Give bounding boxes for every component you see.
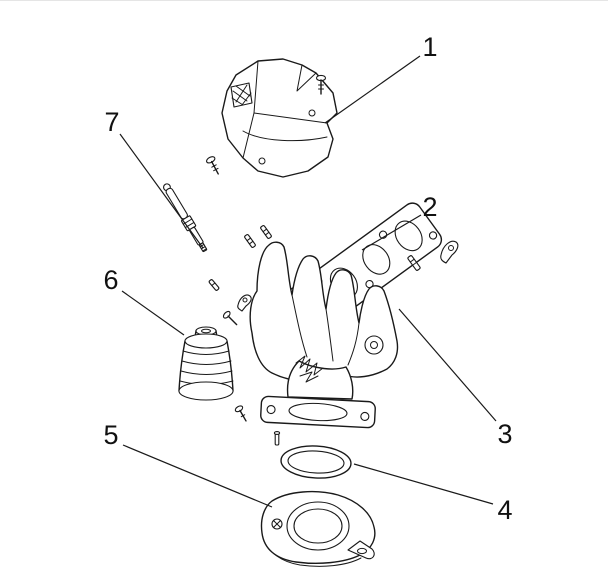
- manifold-stud: [260, 225, 272, 239]
- retainer-clip: [237, 294, 252, 312]
- callout-2-label: 2: [422, 192, 437, 222]
- callout-3-label: 3: [497, 419, 512, 449]
- callout-7: 7: [104, 107, 204, 249]
- callout-1-leader: [324, 55, 421, 124]
- callout-2: 2: [361, 192, 438, 251]
- small-bolt: [222, 310, 238, 326]
- oxygen-sensor: [163, 183, 208, 253]
- locating-pin: [273, 431, 281, 446]
- retainer-clip: [440, 240, 459, 264]
- callout-4-leader: [353, 463, 494, 505]
- manifold-stud: [407, 255, 421, 271]
- callout-4: 4: [353, 463, 513, 525]
- callout-2-leader: [361, 214, 422, 251]
- exhaust-flange: [260, 490, 376, 567]
- heat-shield: [221, 58, 338, 178]
- callout-1: 1: [324, 32, 438, 124]
- callout-5-label: 5: [103, 420, 118, 450]
- callout-1-label: 1: [422, 32, 437, 62]
- callout-7-label: 7: [104, 107, 119, 137]
- callout-5-leader: [122, 444, 273, 508]
- exhaust-manifold: [249, 241, 399, 429]
- manifold-stud: [244, 234, 256, 248]
- seal-ring: [273, 431, 352, 479]
- callout-5: 5: [103, 420, 273, 508]
- callout-6-leader: [121, 290, 185, 336]
- screw: [206, 156, 219, 175]
- callout-6-label: 6: [103, 265, 118, 295]
- screw: [315, 74, 327, 95]
- callout-7-leader: [119, 133, 204, 249]
- callout-3: 3: [398, 308, 513, 449]
- small-stud: [208, 279, 220, 291]
- insulator: [178, 310, 247, 422]
- small-bolt: [234, 405, 247, 422]
- callout-4-label: 4: [497, 495, 512, 525]
- callout-3-leader: [398, 308, 497, 422]
- flange-bolt: [271, 518, 283, 530]
- callout-6: 6: [103, 265, 185, 336]
